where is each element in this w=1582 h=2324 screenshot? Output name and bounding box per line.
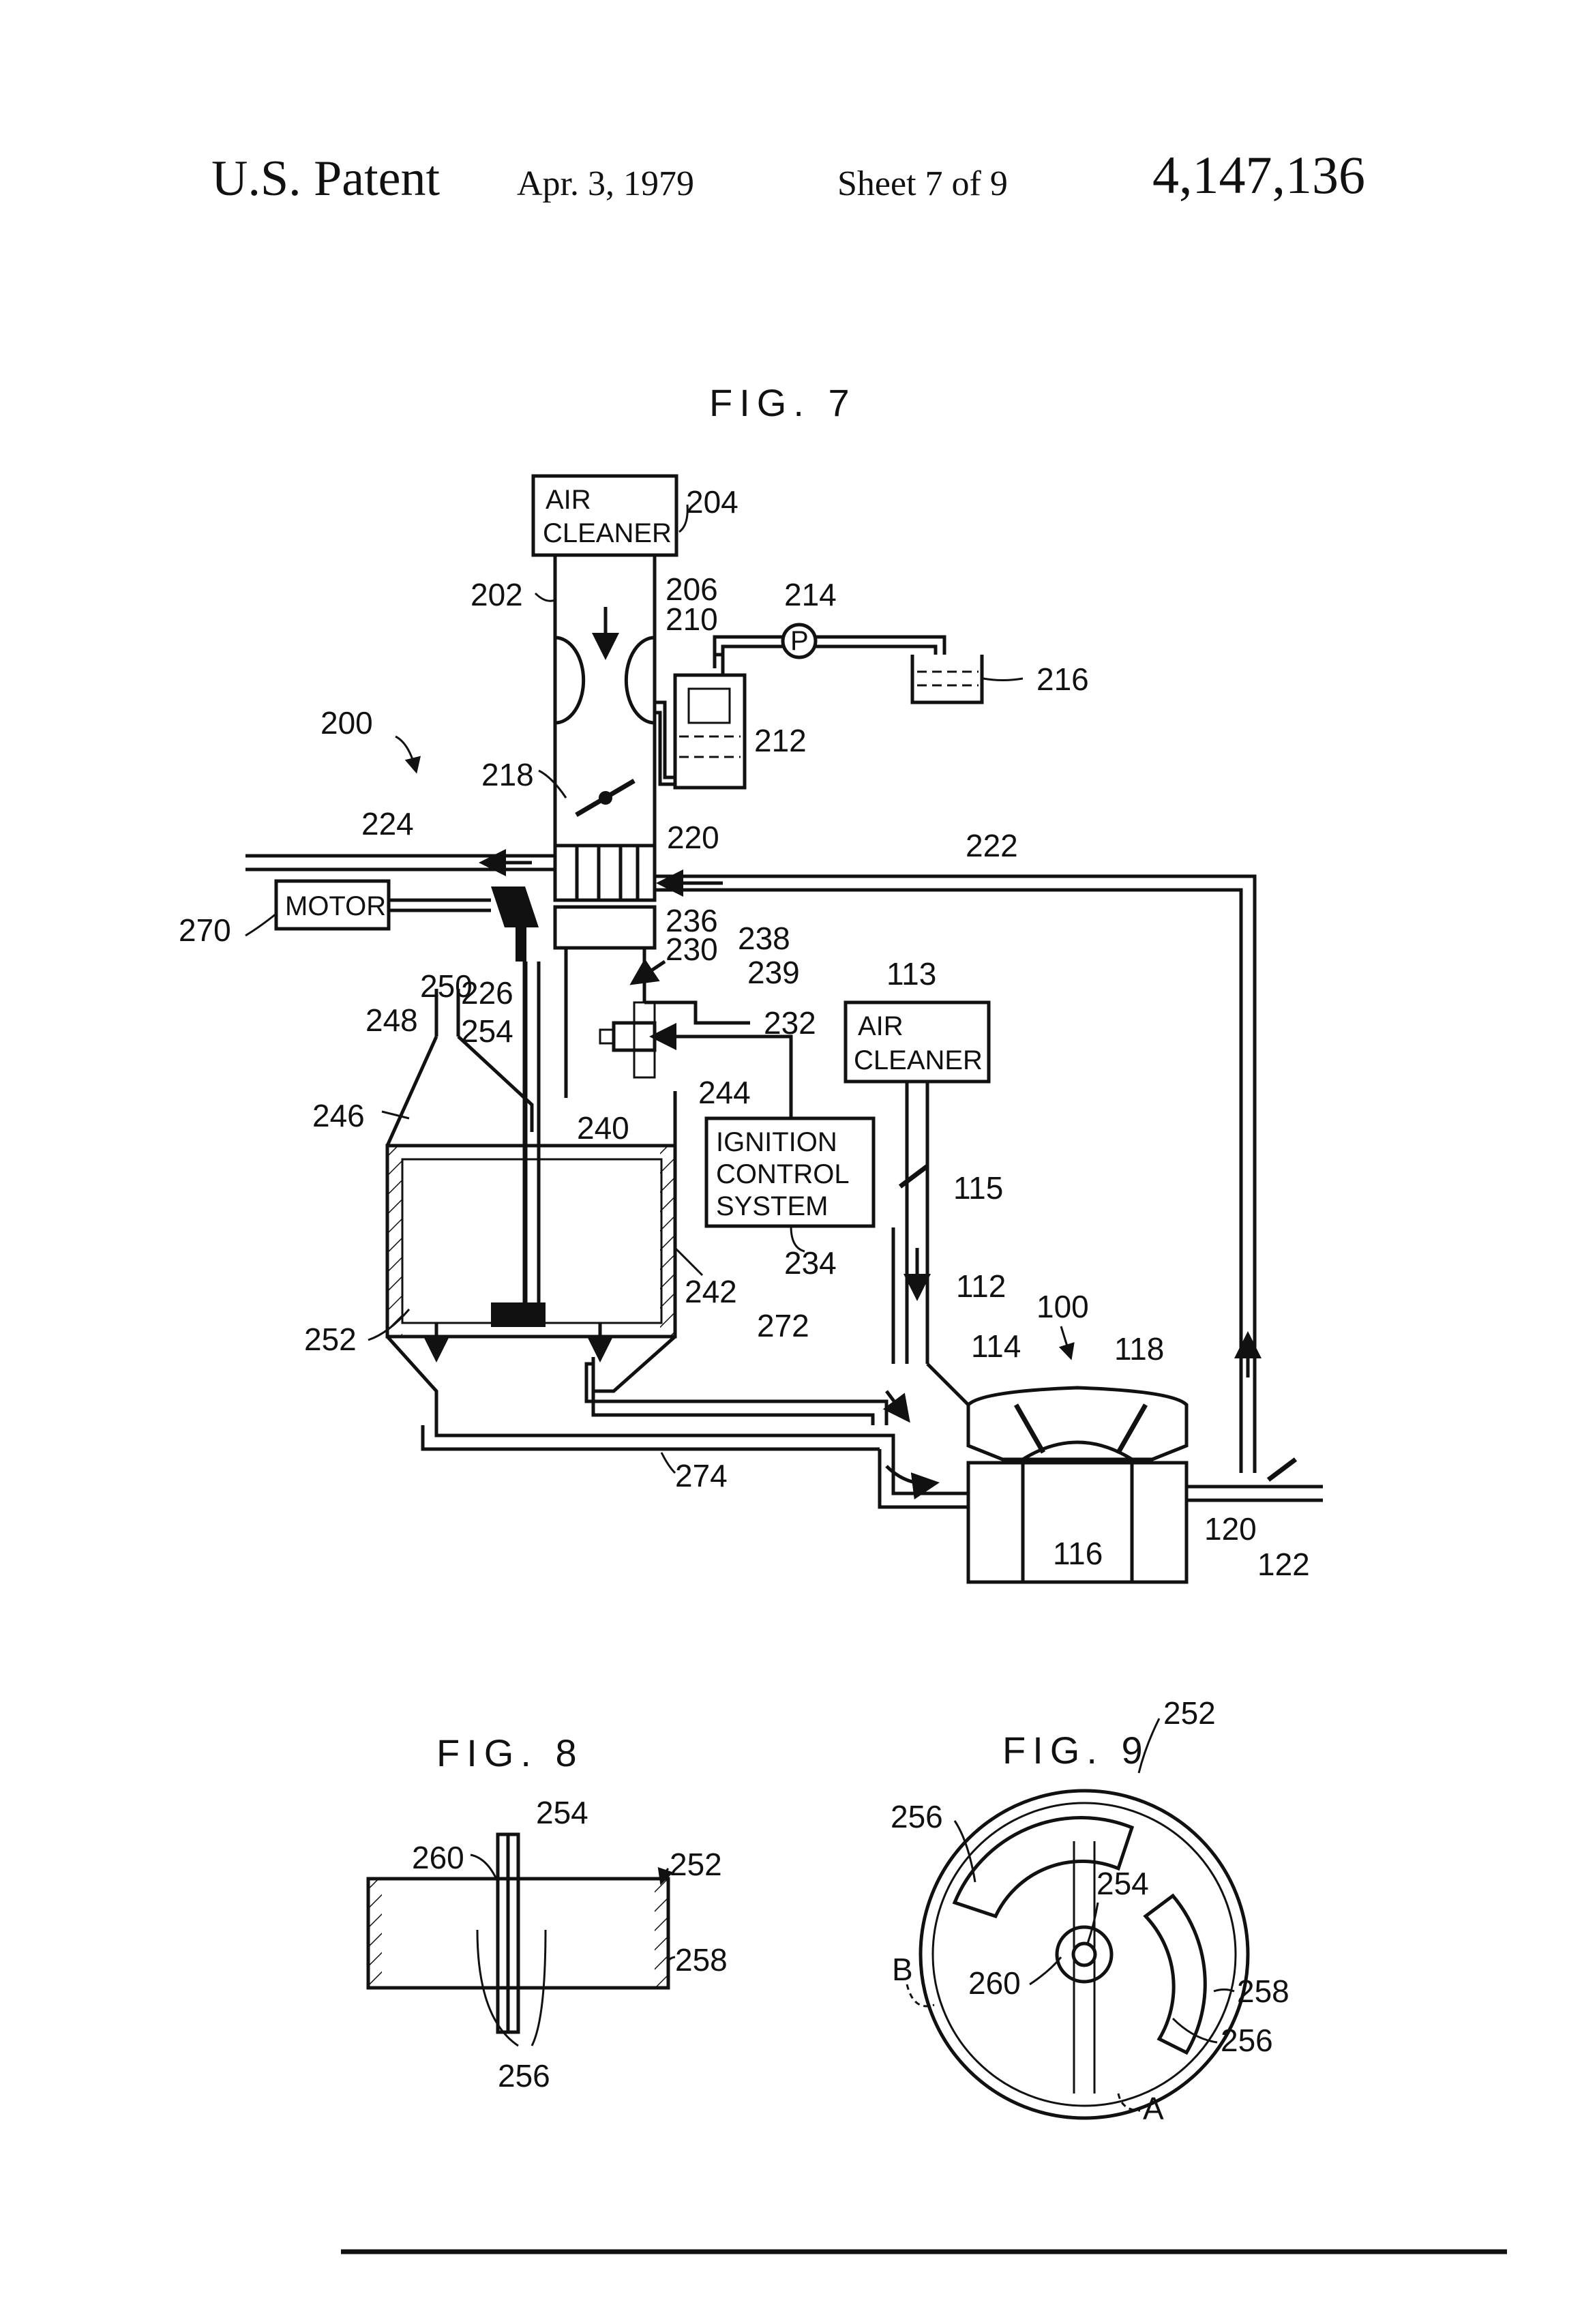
label-252: 252 <box>304 1322 357 1357</box>
label-202: 202 <box>471 577 523 612</box>
fig9-label-A: A <box>1143 2091 1164 2126</box>
label-222: 222 <box>966 828 1018 863</box>
motor: MOTOR <box>276 881 539 962</box>
ignition-control-system: IGNITION CONTROL SYSTEM <box>706 1118 874 1226</box>
label-244: 244 <box>698 1075 751 1110</box>
fig7: FIG. 7 AIR CLEANER 204 202 206 <box>179 381 1323 1582</box>
fuel-system: P <box>655 625 982 788</box>
fig8-label-258: 258 <box>675 1942 728 1978</box>
label-242: 242 <box>685 1274 737 1309</box>
label-118: 118 <box>1114 1331 1164 1367</box>
label-272: 272 <box>757 1308 809 1343</box>
fig9-label-258: 258 <box>1237 1973 1289 2009</box>
fig9-label-256a: 256 <box>891 1799 943 1834</box>
label-218: 218 <box>481 757 534 792</box>
label-240: 240 <box>577 1110 629 1146</box>
ignition-line3: SYSTEM <box>716 1191 828 1221</box>
label-200: 200 <box>320 705 373 741</box>
label-246: 246 <box>312 1098 365 1133</box>
label-122: 122 <box>1257 1547 1310 1582</box>
air-cleaner-top: AIR CLEANER <box>533 476 676 555</box>
ignition-line1: IGNITION <box>716 1127 837 1157</box>
fig9-label-252: 252 <box>1163 1695 1216 1731</box>
air-cleaner-right-line1: AIR <box>858 1011 904 1041</box>
fig9: FIG. 9 252 256 254 B 260 258 256 A <box>891 1695 1289 2126</box>
label-224: 224 <box>361 806 414 841</box>
label-204: 204 <box>686 484 738 520</box>
fig8-label-252: 252 <box>670 1847 722 1882</box>
fig9-label-254: 254 <box>1096 1866 1149 1901</box>
label-210: 210 <box>666 601 718 637</box>
rotor-236 <box>555 907 655 948</box>
label-116: 116 <box>1053 1536 1103 1571</box>
label-114: 114 <box>971 1328 1021 1364</box>
label-220: 220 <box>667 820 719 855</box>
fig8-title: FIG. 8 <box>436 1731 584 1774</box>
label-226: 226 <box>461 975 513 1011</box>
label-113: 113 <box>886 956 936 992</box>
label-120: 120 <box>1204 1511 1257 1547</box>
fig9-label-B: B <box>892 1952 913 1987</box>
label-214: 214 <box>784 577 837 612</box>
air-cleaner-top-line2: CLEANER <box>543 518 672 548</box>
label-238: 238 <box>738 921 790 956</box>
pump-label: P <box>790 626 809 656</box>
venturi-220 <box>555 846 655 900</box>
fig9-title: FIG. 9 <box>1002 1729 1150 1772</box>
air-cleaner-right-line2: CLEANER <box>854 1045 983 1075</box>
label-274: 274 <box>675 1458 728 1493</box>
fig8: FIG. 8 254 260 252 258 256 <box>368 1731 728 2094</box>
fig9-label-260: 260 <box>968 1965 1021 2001</box>
fig8-label-260: 260 <box>412 1840 464 1875</box>
sensor-232 <box>600 1023 791 1118</box>
label-248: 248 <box>365 1002 418 1038</box>
fig7-title: FIG. 7 <box>709 381 856 424</box>
air-cleaner-top-line1: AIR <box>546 485 591 515</box>
label-234: 234 <box>784 1245 837 1281</box>
label-270: 270 <box>179 912 231 948</box>
label-212: 212 <box>754 723 807 758</box>
label-254: 254 <box>461 1013 513 1049</box>
fig8-label-254: 254 <box>536 1795 588 1830</box>
label-100: 100 <box>1036 1289 1089 1324</box>
pipe-224 <box>245 856 555 869</box>
fig9-label-256b: 256 <box>1221 2023 1273 2058</box>
motor-label: MOTOR <box>285 891 386 921</box>
label-216: 216 <box>1036 661 1089 697</box>
intake-pipe-202 <box>555 555 655 859</box>
label-115: 115 <box>953 1170 1003 1206</box>
fig8-label-256: 256 <box>498 2058 550 2094</box>
label-230: 230 <box>666 932 718 967</box>
label-239: 239 <box>747 955 800 990</box>
catalytic-converter <box>387 989 675 1425</box>
ignition-line2: CONTROL <box>716 1159 850 1189</box>
label-112: 112 <box>956 1268 1006 1304</box>
